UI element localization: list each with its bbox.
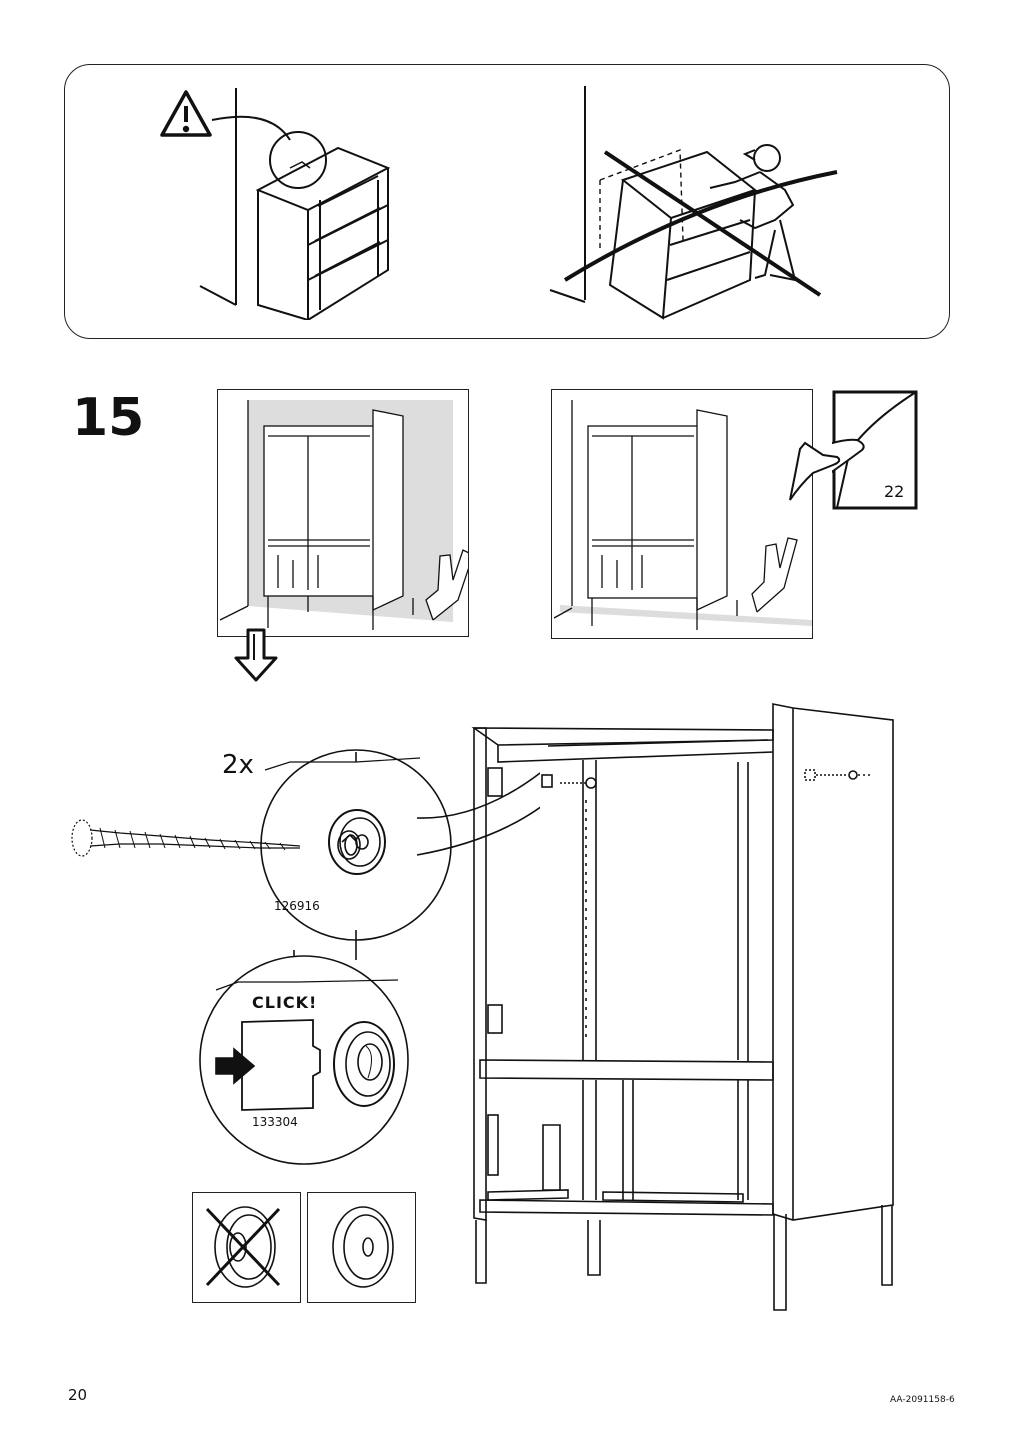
warning-box bbox=[64, 64, 950, 339]
correct-cap-panel bbox=[307, 1192, 416, 1303]
incorrect-cap-panel bbox=[192, 1192, 301, 1303]
cabinet-flush-illustration bbox=[553, 400, 812, 630]
screw-cap-detail bbox=[71, 749, 540, 960]
screw-cap-part-number: 126916 bbox=[274, 899, 320, 913]
page-number: 20 bbox=[68, 1386, 88, 1404]
cabinet-assembly-illustration bbox=[471, 703, 894, 1311]
wall-anchor-illustration bbox=[160, 88, 391, 320]
page-turn-icon bbox=[832, 390, 918, 510]
page-reference: 22 bbox=[832, 390, 918, 510]
down-arrow-icon bbox=[234, 628, 278, 682]
step-number: 15 bbox=[72, 388, 145, 448]
click-label: CLICK! bbox=[252, 993, 318, 1012]
incorrect-cap-illustration bbox=[205, 1206, 281, 1288]
quantity-label: 2x bbox=[222, 750, 254, 780]
click-cover-detail bbox=[199, 950, 409, 1165]
cover-part-number: 133304 bbox=[252, 1115, 298, 1129]
tipping-hazard-illustration bbox=[549, 86, 838, 320]
warning-triangle-icon bbox=[160, 90, 212, 137]
cabinet-flush-panel bbox=[551, 389, 813, 639]
cabinet-wall-panel bbox=[217, 389, 469, 637]
document-code: AA-2091158-6 bbox=[890, 1395, 955, 1405]
cabinet-against-wall-illustration bbox=[219, 400, 468, 630]
hand-icon bbox=[789, 441, 841, 501]
reference-page-number: 22 bbox=[884, 482, 905, 501]
correct-cap-illustration bbox=[332, 1206, 394, 1288]
